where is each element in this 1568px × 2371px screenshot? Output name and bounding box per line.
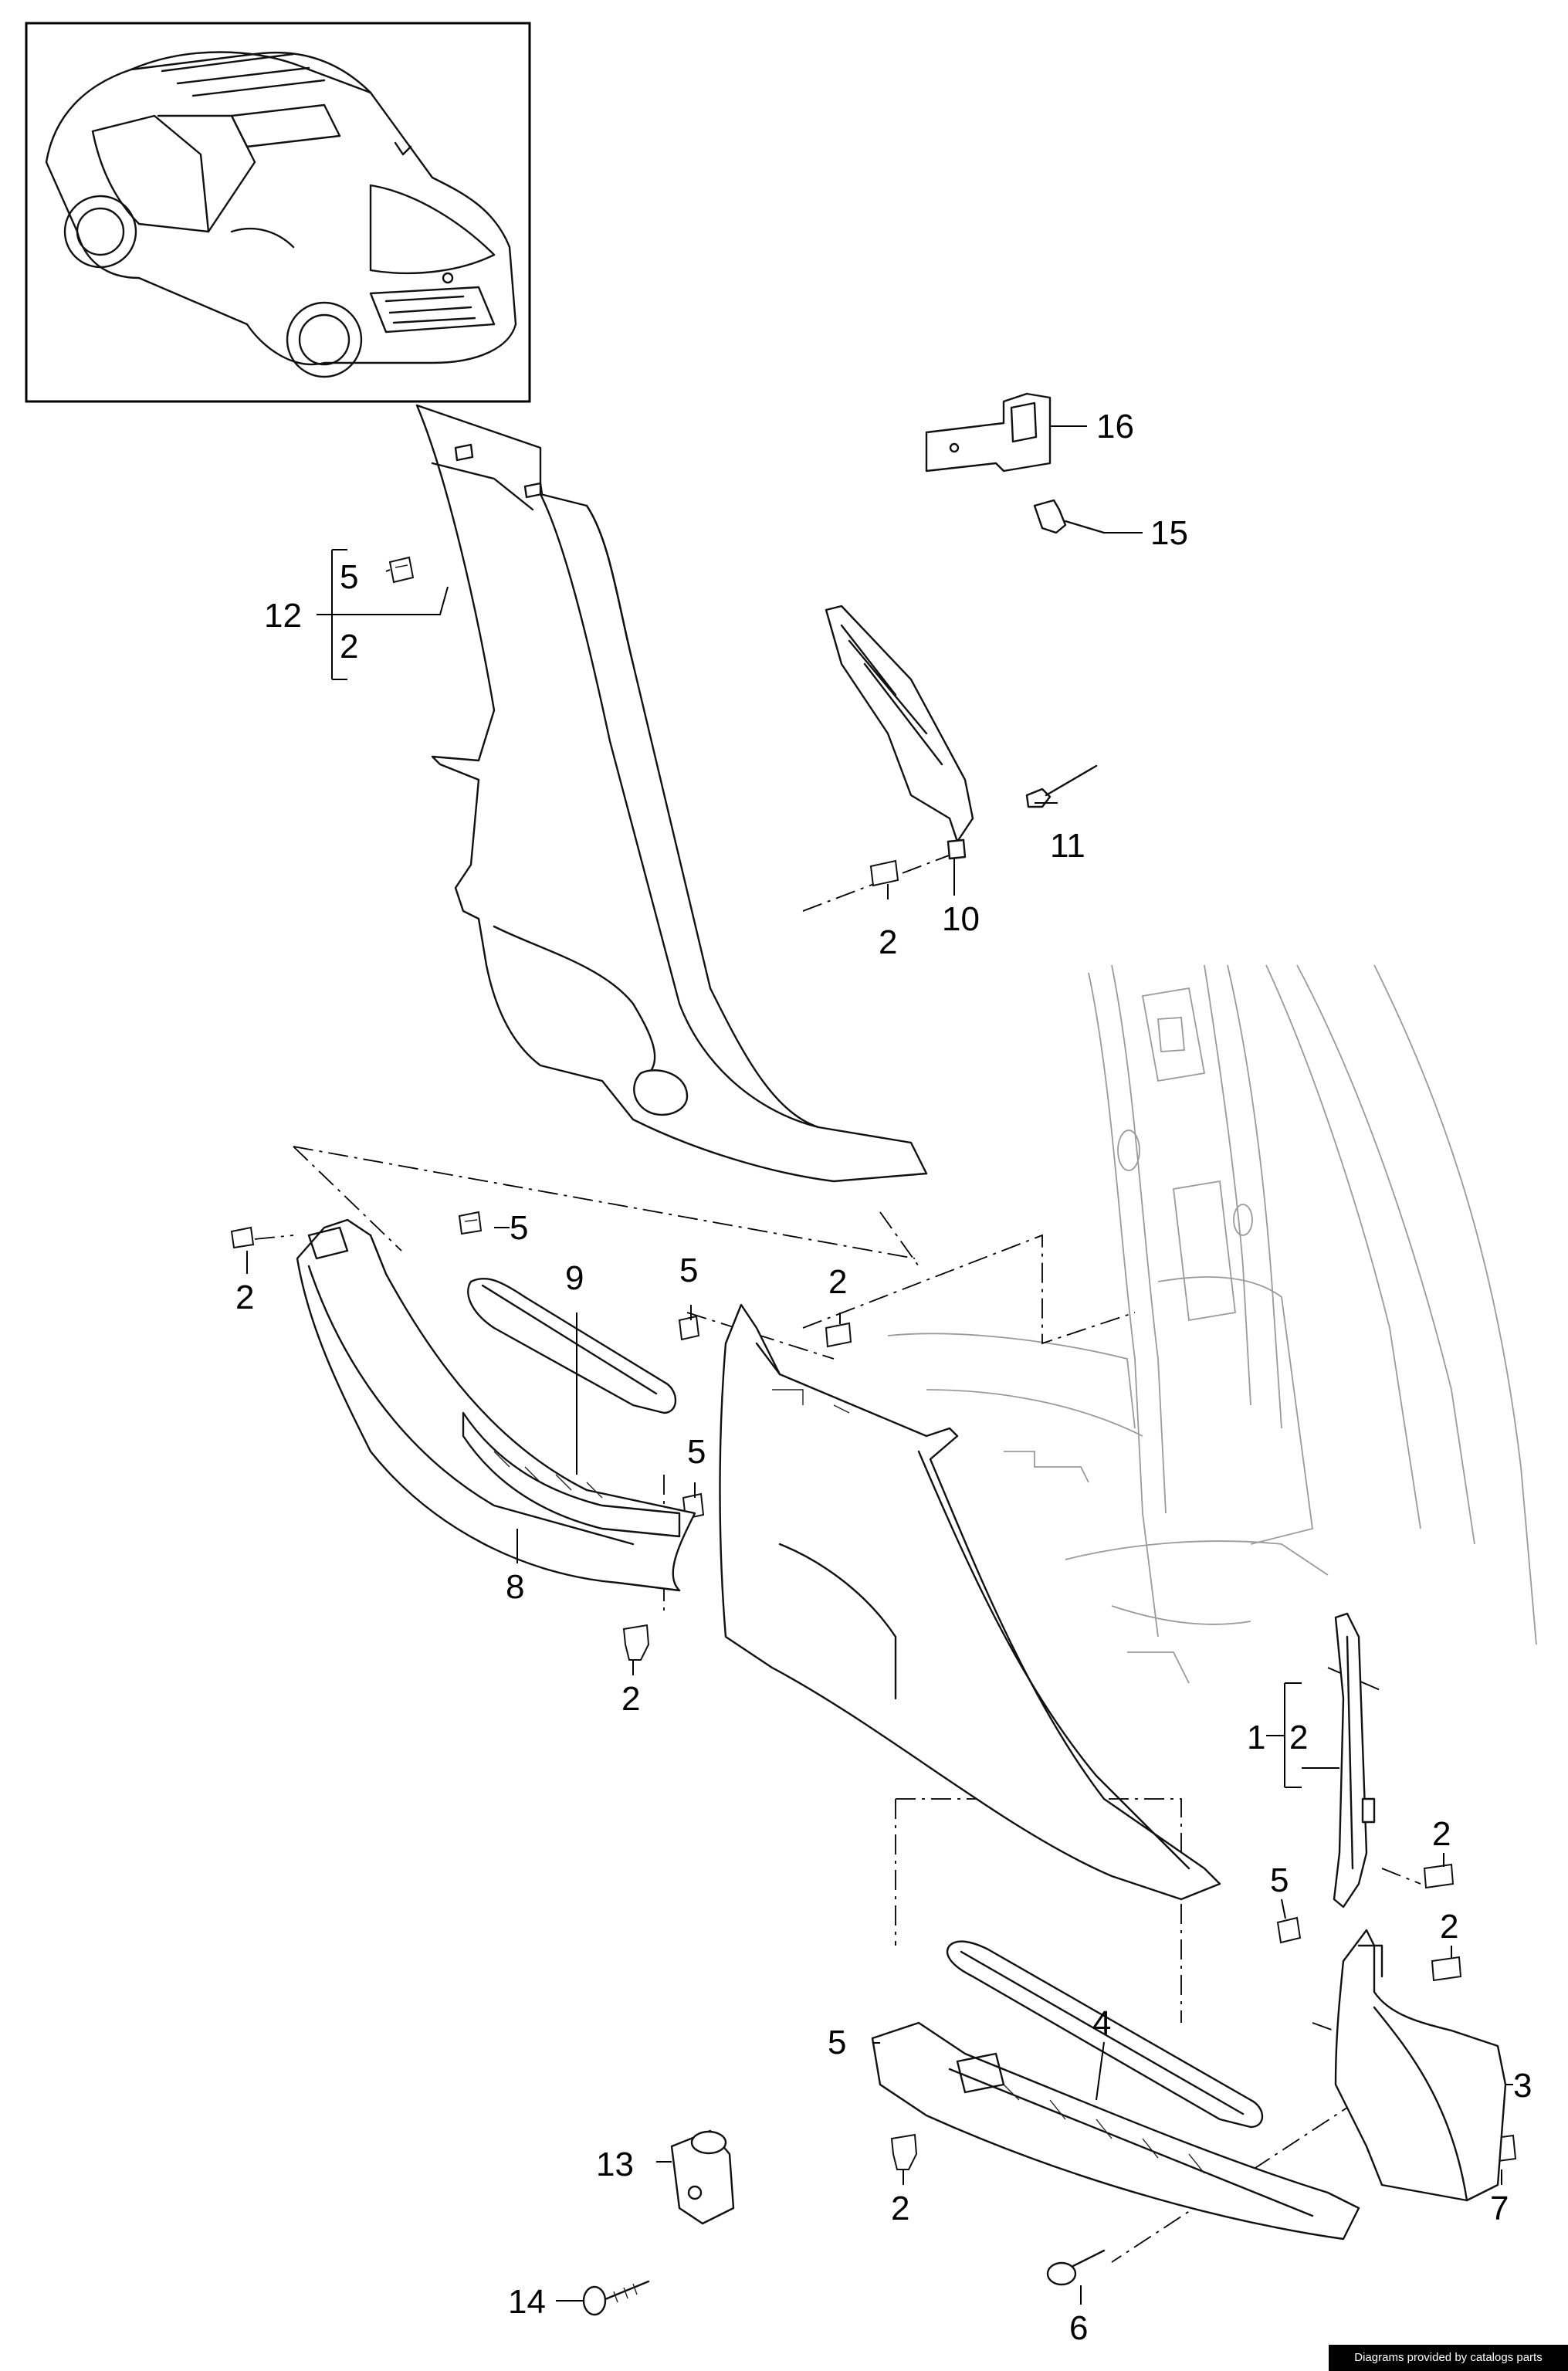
bracket-16 [925, 392, 1052, 473]
sill-insert-4 [946, 1940, 1264, 2129]
lower-pillar-trim [719, 1303, 1221, 1901]
callout-10: 10 [942, 900, 980, 938]
sill-base-right [871, 2021, 1360, 2241]
callout-6: 6 [1069, 2309, 1088, 2347]
callout-right-b-2: 2 [1440, 1908, 1458, 1946]
callout-3: 3 [1513, 2067, 1532, 2105]
callout-pillar-2: 2 [879, 923, 897, 961]
pillar-trim-12 [415, 404, 928, 1183]
callout-9: 9 [565, 1259, 584, 1297]
trim-panel-3 [1334, 1929, 1507, 2202]
callout-12-sub-5: 5 [340, 558, 358, 596]
clip-right-5 [1276, 1916, 1302, 1944]
bracket-strip-10 [825, 605, 974, 860]
callout-8: 8 [506, 1568, 524, 1606]
callout-mid-top-5: 5 [679, 1252, 698, 1289]
clip-mid-top-5 [678, 1315, 700, 1341]
callout-11: 11 [1050, 827, 1085, 865]
clip-right-b-2 [1431, 1956, 1462, 1982]
callout-mid-low-5: 5 [687, 1433, 706, 1471]
callout-4: 4 [1092, 2004, 1111, 2042]
screw-6 [1046, 2249, 1106, 2286]
clip-sill-2 [890, 2133, 918, 2170]
sill-trim-8 [296, 1218, 696, 1592]
clip-12-5 [388, 556, 415, 584]
vehicle-thumbnail [25, 22, 531, 403]
callout-15: 15 [1150, 514, 1188, 552]
footer-credit: Diagrams provided by catalogs parts [1329, 2345, 1568, 2371]
callout-bottom-left-2: 2 [621, 1680, 640, 1718]
callout-12: 12 [264, 597, 302, 635]
callout-sill-5: 5 [828, 2024, 846, 2061]
callout-left-5: 5 [510, 1209, 528, 1247]
screw-14 [582, 2280, 650, 2316]
clip-right-a-2 [1423, 1863, 1455, 1889]
callout-labels: 16 15 12 5 2 11 10 2 5 2 9 5 2 5 8 2 1 2… [235, 408, 1532, 2347]
rivet-15 [1033, 499, 1106, 534]
callout-14: 14 [508, 2283, 546, 2321]
suv-vehicle-icon [45, 51, 517, 378]
callout-12-sub-2: 2 [340, 628, 358, 666]
callout-sill-2: 2 [891, 2190, 909, 2227]
clip-left-5 [458, 1211, 483, 1235]
pin-11 [1025, 764, 1098, 808]
callout-7: 7 [1490, 2190, 1509, 2227]
clip-pillar-2 [869, 859, 899, 887]
callout-right-5: 5 [1270, 1861, 1289, 1899]
callout-left-2: 2 [235, 1279, 254, 1316]
pillar-trim-1 [1333, 1612, 1376, 1909]
callout-1-sub-2: 2 [1289, 1719, 1308, 1756]
clip-mid-top-2 [825, 1322, 852, 1348]
sill-insert-9 [467, 1277, 677, 1414]
vehicle-body-outline [887, 964, 1537, 1684]
callout-mid-top-2: 2 [828, 1263, 847, 1301]
leader-lines [246, 425, 1513, 2305]
sleeve-13 [670, 2129, 735, 2225]
callout-13: 13 [596, 2146, 634, 2183]
clip-bottom-left-2 [622, 1624, 650, 1661]
clip-left-2 [230, 1226, 255, 1249]
callout-16: 16 [1096, 408, 1134, 445]
callout-right-a-2: 2 [1432, 1815, 1451, 1853]
callout-1: 1 [1247, 1719, 1265, 1756]
